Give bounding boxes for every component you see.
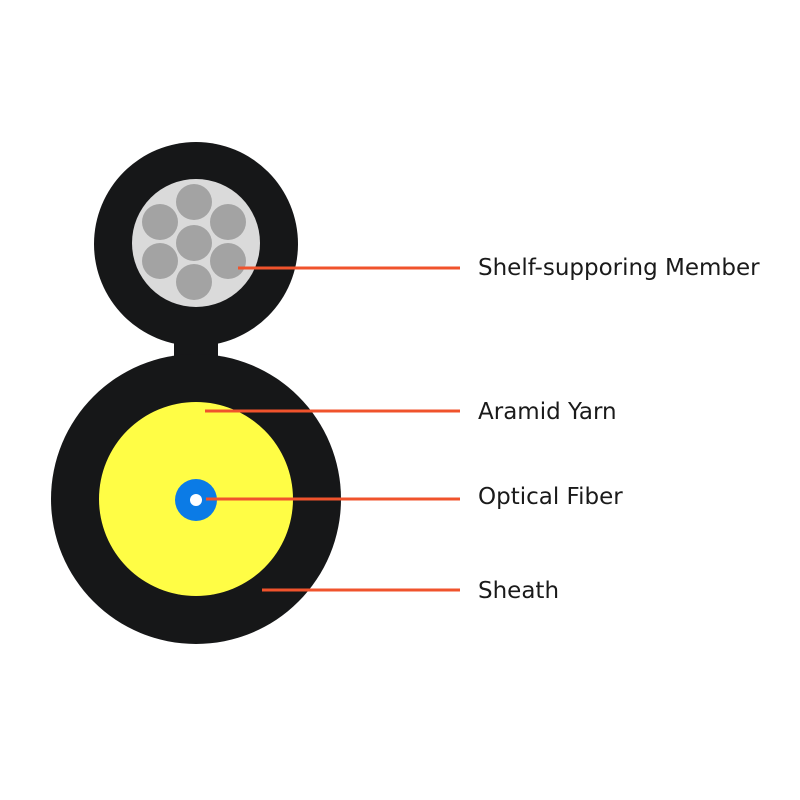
leader-lines <box>205 266 460 592</box>
strand-lower-right <box>210 243 246 279</box>
steel-strands <box>142 184 246 300</box>
strand-upper-left <box>142 204 178 240</box>
strand-upper-right <box>210 204 246 240</box>
label-sheath: Sheath <box>478 578 560 604</box>
label-self-supporting-member: Shelf-supporing Member <box>478 255 760 281</box>
fiber-core <box>190 494 202 506</box>
strand-bottom <box>176 264 212 300</box>
strand-center <box>176 225 212 261</box>
label-aramid-yarn: Aramid Yarn <box>478 399 617 425</box>
label-optical-fiber: Optical Fiber <box>478 484 623 510</box>
strand-lower-left <box>142 243 178 279</box>
strand-top <box>176 184 212 220</box>
